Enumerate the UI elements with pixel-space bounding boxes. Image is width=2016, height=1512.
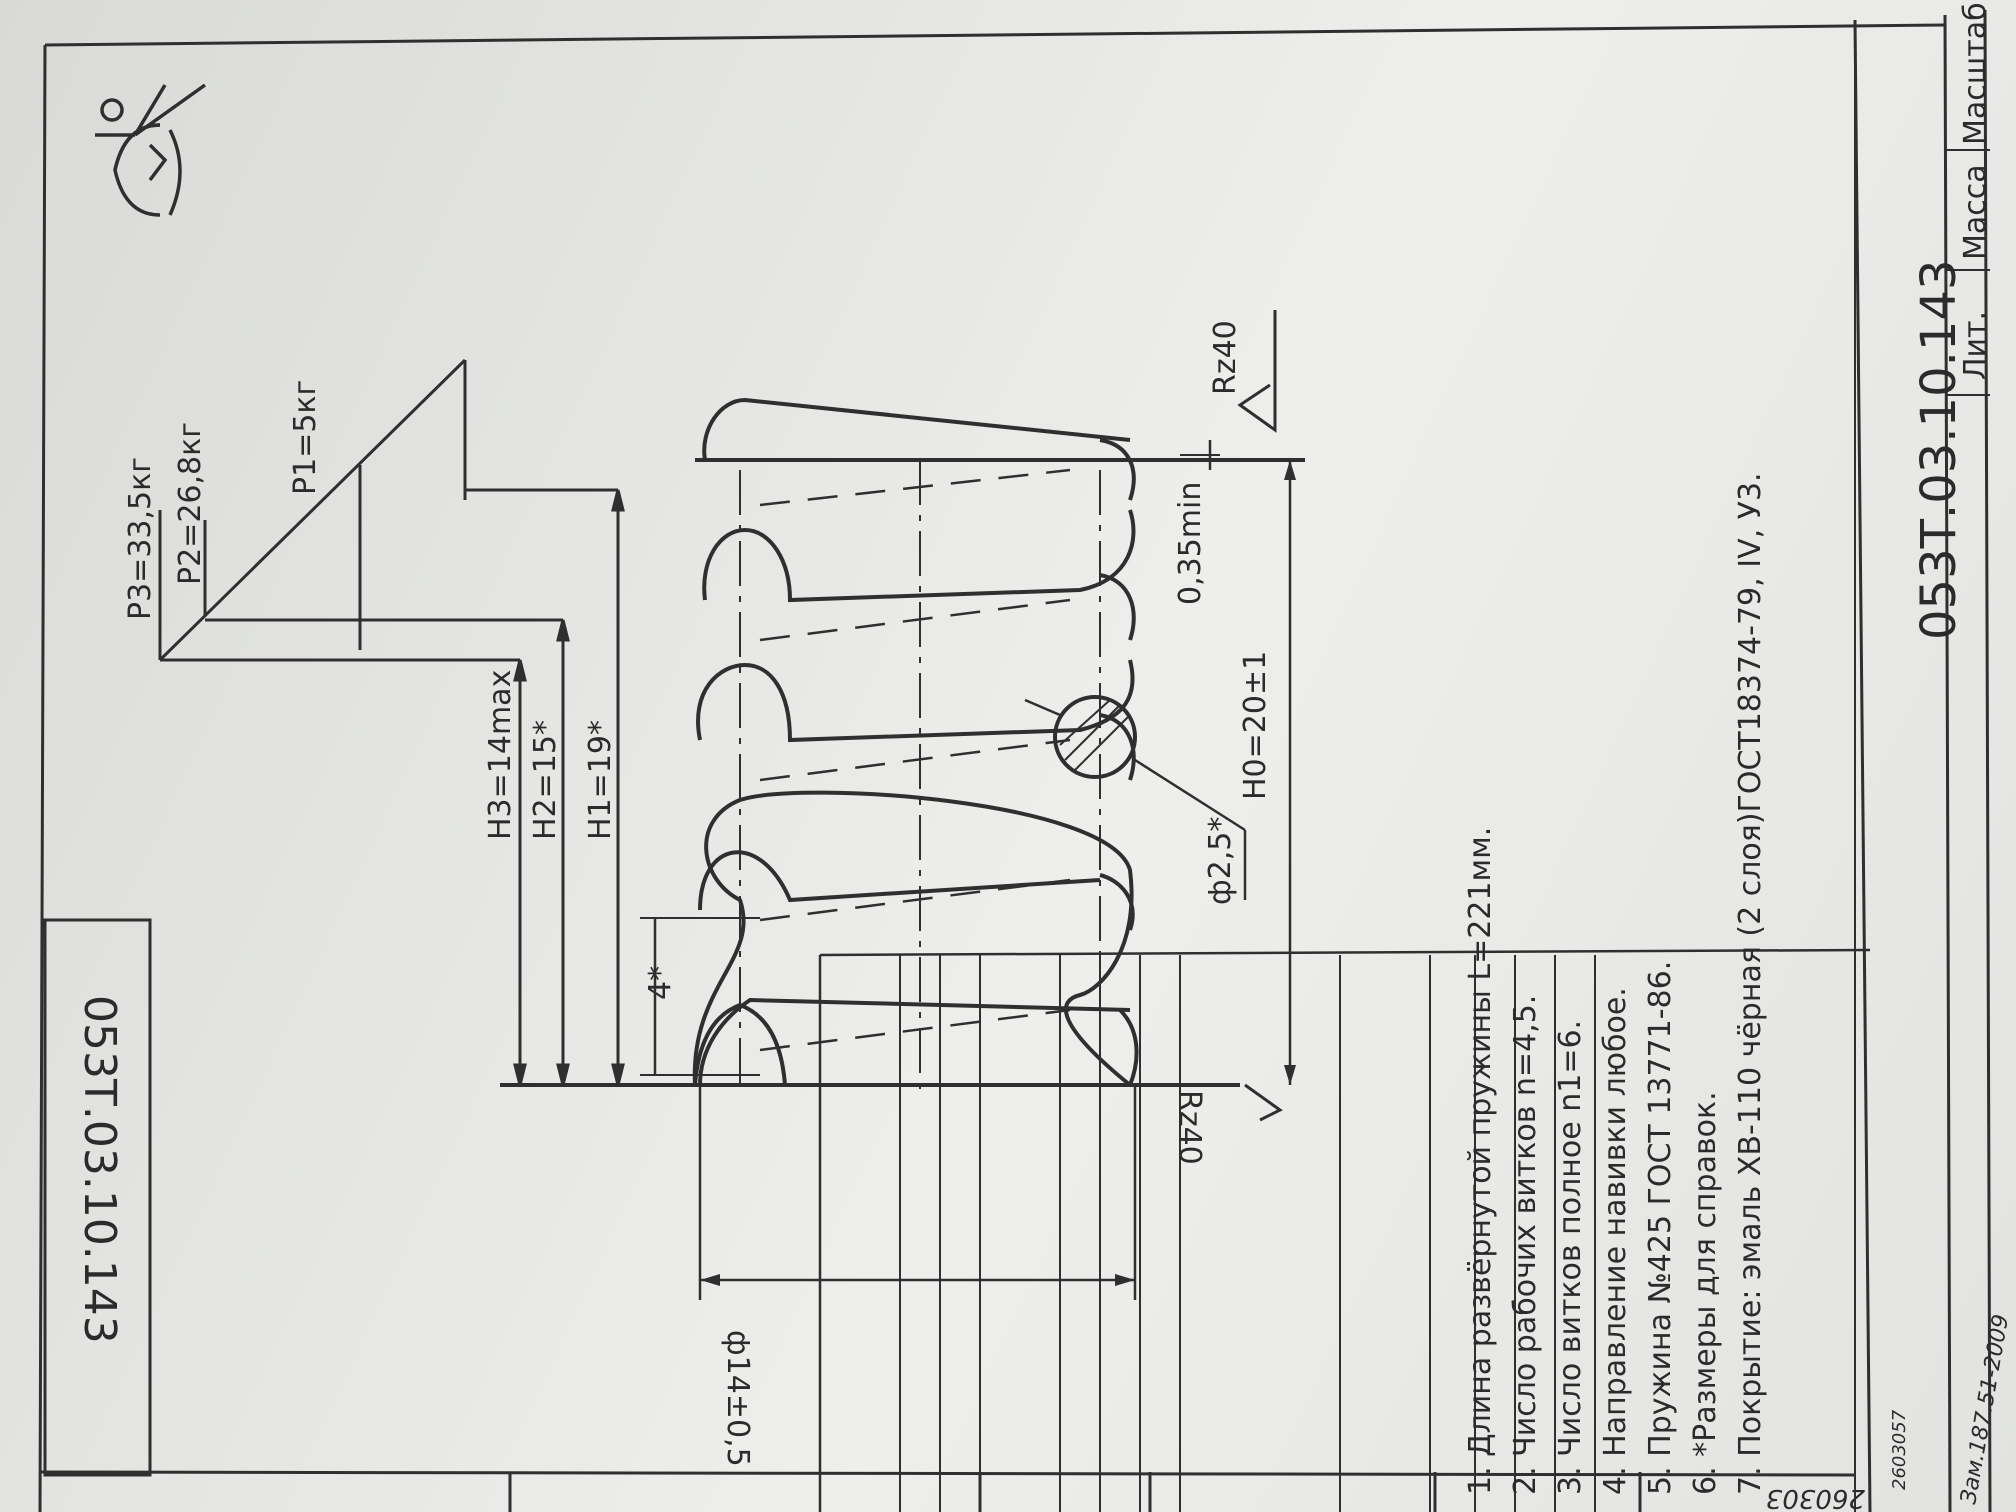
label-roughness-right: Rz40 <box>1208 320 1243 395</box>
note-2: 2. Число рабочих витков n=4,5. <box>1508 995 1543 1495</box>
note-3: 3. Число витков полное n1=6. <box>1553 1020 1588 1495</box>
designation-title-block: 053Т.03.10.143 <box>1911 260 1967 640</box>
label-roughness-left: Rz40 <box>1172 1090 1207 1165</box>
load-diagram <box>158 358 625 1086</box>
margin-number: 260303 <box>1766 1483 1865 1512</box>
title-mass: Масса <box>1958 164 1993 260</box>
label-p2: P2=26,8кг <box>173 422 208 585</box>
label-h0: H0=20±1 <box>1238 651 1273 800</box>
designation-rotated: 053Т.03.10.143 <box>74 995 125 1344</box>
label-p1: P1=5кг <box>288 380 323 495</box>
note-7: 7. Покрытие: эмаль ХВ-110 чёрная (2 слоя… <box>1733 472 1768 1495</box>
label-outer-diameter: ф14±0,5 <box>720 1330 755 1467</box>
spring-drawing <box>500 310 1305 1300</box>
label-gap: 0,35min <box>1173 482 1208 605</box>
label-p3: P3=33,5кг <box>123 457 158 620</box>
label-h3: H3=14max <box>483 670 518 840</box>
label-h2: H2=15* <box>528 720 563 840</box>
general-roughness-symbol <box>95 83 207 217</box>
title-scale: Масштаб <box>1958 2 1993 145</box>
note-1: 1. Длина развёрнутой пружины L=221мм. <box>1463 827 1498 1495</box>
label-wire-diameter: ф2,5* <box>1203 817 1238 905</box>
title-lit: Лит. <box>1958 311 1993 380</box>
revision-stamp: Зам.187.51-2009 <box>1956 1313 2014 1507</box>
label-h1: H1=19* <box>583 720 618 840</box>
label-pitch: 4* <box>643 966 678 1000</box>
note-6: 6. *Размеры для справок. <box>1688 1091 1723 1495</box>
stamp-number: 2603057 <box>1889 1409 1910 1490</box>
sheet-frame <box>38 9 1992 1512</box>
note-5: 5. Пружина №425 ГОСТ 13771-86. <box>1643 961 1678 1495</box>
note-4: 4. Направление навивки любое. <box>1598 987 1633 1495</box>
technical-notes: 1. Длина развёрнутой пружины L=221мм. 2.… <box>1463 472 1768 1495</box>
